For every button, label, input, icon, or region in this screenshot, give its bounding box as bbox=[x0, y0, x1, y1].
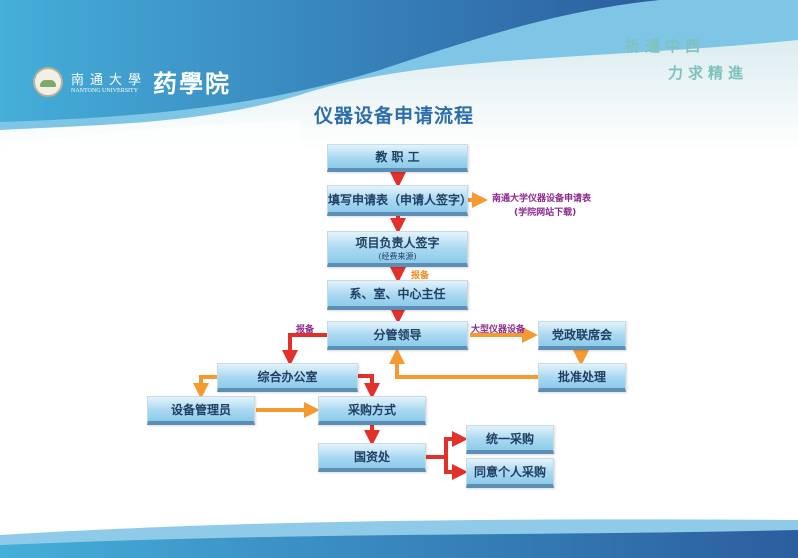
motto-line-2: 力求精進 bbox=[668, 64, 749, 82]
node-office: 综合办公室 bbox=[217, 363, 358, 392]
node-council: 党政联席会 bbox=[538, 321, 626, 350]
arrow-assets-personal bbox=[444, 457, 468, 480]
node-pi-label: 项目负责人签字 bbox=[355, 235, 440, 250]
arrow-assets-unified bbox=[426, 431, 468, 459]
arrow-leader-office bbox=[282, 333, 327, 366]
node-application-form: 填写申请表（申请人签字） bbox=[327, 185, 472, 216]
label-large-equipment: 大型仪器设备 bbox=[471, 325, 526, 335]
label-report-2: 报备 bbox=[296, 325, 315, 335]
node-personal-purchase: 同意个人采购 bbox=[466, 458, 554, 488]
node-pi-note: (经费来源) bbox=[378, 251, 417, 261]
node-director: 系、室、中心主任 bbox=[327, 280, 468, 310]
arrow-approve-leader bbox=[389, 348, 538, 379]
page-title: 仪器设备申请流程 bbox=[314, 105, 475, 127]
motto-line-1: 祈通中西 bbox=[625, 37, 706, 55]
node-pi-signature: 项目负责人签字(经费来源) bbox=[327, 231, 468, 267]
node-assets-office: 国资处 bbox=[318, 443, 426, 472]
node-purchase-method: 采购方式 bbox=[318, 396, 426, 425]
college-name: 药學院 bbox=[153, 69, 232, 98]
arrow-office-method bbox=[357, 374, 380, 399]
university-name-en: NANTONG UNIVERSITY bbox=[71, 88, 139, 94]
node-equipment-manager: 设备管理员 bbox=[147, 396, 255, 425]
arrow-office-manager bbox=[193, 375, 217, 399]
university-name-cn: 南通大學 bbox=[71, 73, 148, 88]
seal-icon bbox=[33, 66, 63, 97]
label-form-source: (学院网站下载) bbox=[514, 208, 577, 218]
node-leader: 分管领导 bbox=[327, 321, 468, 350]
node-approve: 批准处理 bbox=[538, 363, 626, 392]
node-unified-purchase: 统一采购 bbox=[466, 425, 554, 454]
label-form-name: 南通大学仪器设备申请表 bbox=[492, 194, 592, 204]
node-staff: 教 职 工 bbox=[327, 144, 468, 172]
label-report-1: 报备 bbox=[411, 271, 430, 281]
